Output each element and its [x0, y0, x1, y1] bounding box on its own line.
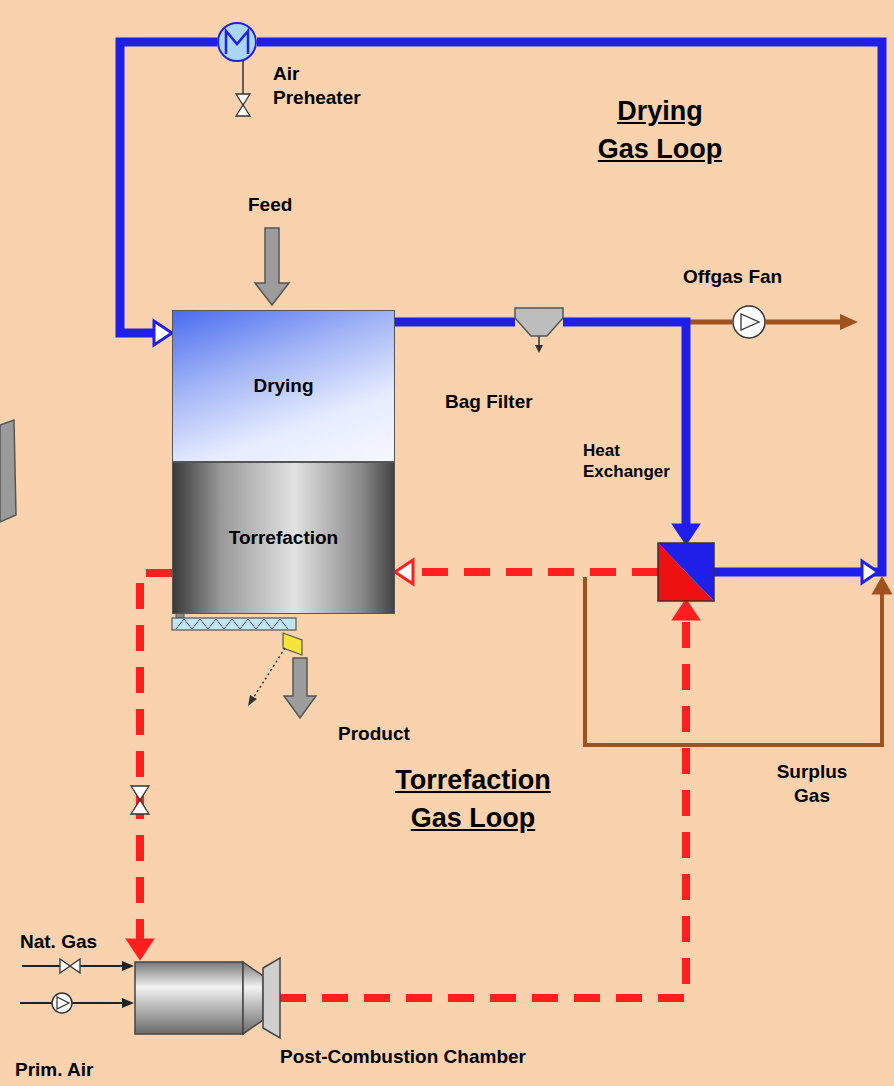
- product-chute: [283, 633, 302, 655]
- arrow-head: [674, 601, 698, 619]
- side-icon: [0, 420, 16, 522]
- heater-circle: [218, 23, 256, 61]
- chamber-body: [135, 962, 243, 1034]
- screw-conveyor: [172, 618, 296, 630]
- exchanger-outline: [658, 543, 714, 601]
- pipe-line: [395, 318, 515, 327]
- pipe-connector: [563, 322, 698, 543]
- feed-arrow: [255, 228, 289, 305]
- shape-outline: [658, 543, 714, 601]
- node-label: Offgas Fan: [683, 265, 782, 289]
- heat-exchanger: Heat Exchanger: [658, 543, 714, 601]
- node-label: Heat Exchanger: [583, 440, 678, 483]
- flow-arrow-head: [862, 561, 878, 583]
- offgas-outlet: [766, 320, 842, 325]
- shape-outline: [732, 305, 766, 339]
- valve-stem: [242, 60, 244, 94]
- pipe-connector: [120, 42, 217, 345]
- pipe-line: [563, 322, 686, 527]
- valve-symbol: [131, 800, 149, 814]
- stream-label: Feed: [248, 193, 292, 217]
- offgas-outlet-head: [840, 314, 858, 330]
- stream-label: Surplus Gas: [770, 760, 854, 808]
- pipe-line: [140, 573, 172, 942]
- pipe-line: [120, 42, 217, 333]
- chamber-cone: [243, 962, 263, 1034]
- loop-title: Drying Gas Loop: [593, 93, 727, 169]
- arrow-head: [674, 525, 698, 543]
- pipe-line: [411, 568, 658, 576]
- stream-label: Nat. Gas: [20, 930, 97, 954]
- dotted-outlet: [252, 648, 285, 700]
- node-label: Air Preheater: [273, 62, 368, 110]
- shape-outline: [515, 308, 563, 336]
- valve-symbol: [236, 94, 250, 105]
- valve-symbol: [236, 105, 250, 116]
- pipe-connector: [128, 573, 172, 958]
- heater-coil: [226, 31, 248, 54]
- screw-flight: [176, 619, 288, 629]
- pipe-connector: [280, 601, 698, 998]
- valve-symbol: [70, 959, 80, 973]
- fan-symbol-blade: [57, 997, 69, 1009]
- stream-label: Prim. Air: [15, 1058, 94, 1082]
- fan-symbol: Offgas Fan: [732, 305, 766, 339]
- torrefaction-zone: Torrefaction: [172, 462, 395, 614]
- shape-outline: [135, 958, 280, 1038]
- filter-housing: [515, 308, 563, 336]
- gas-line-head: [122, 961, 134, 971]
- dust-outlet-head: [535, 345, 543, 353]
- dotted-outlet-head: [248, 695, 257, 706]
- surplus-gas-line: [585, 577, 882, 745]
- combustion-chamber: Post-Combustion Chamber: [135, 958, 280, 1038]
- bag-filter: Bag Filter: [515, 308, 563, 336]
- valve-symbol: [60, 959, 70, 973]
- product-arrow: [284, 658, 316, 718]
- chamber-outlet: [263, 958, 280, 1038]
- drying-zone: Drying: [172, 310, 395, 462]
- surplus-arrow-head: [874, 579, 890, 593]
- fan-blade: [741, 314, 759, 330]
- arrow-head: [154, 321, 172, 345]
- valve-symbol: [131, 786, 149, 800]
- node-label: Drying: [253, 374, 313, 398]
- dust-outlet: [538, 336, 540, 346]
- shape-outline: [217, 22, 257, 62]
- stream-label: Product: [338, 722, 410, 746]
- node-label: Post-Combustion Chamber: [280, 1045, 526, 1069]
- air-line-head: [122, 998, 134, 1008]
- arrow-head: [128, 940, 152, 958]
- node-label: Bag Filter: [445, 390, 533, 414]
- arrow-head: [395, 560, 413, 584]
- fan-symbol: [52, 993, 72, 1013]
- pipe-connector: [395, 322, 515, 323]
- hot-side: [658, 543, 714, 601]
- pipe-connector: [395, 560, 658, 584]
- cold-side: [658, 543, 714, 601]
- heater-symbol: Air Preheater: [217, 22, 257, 62]
- fan-circle: [733, 306, 765, 338]
- pipe-line: [280, 617, 686, 998]
- loop-title: Torrefaction Gas Loop: [373, 762, 573, 838]
- node-label: Torrefaction: [229, 526, 338, 550]
